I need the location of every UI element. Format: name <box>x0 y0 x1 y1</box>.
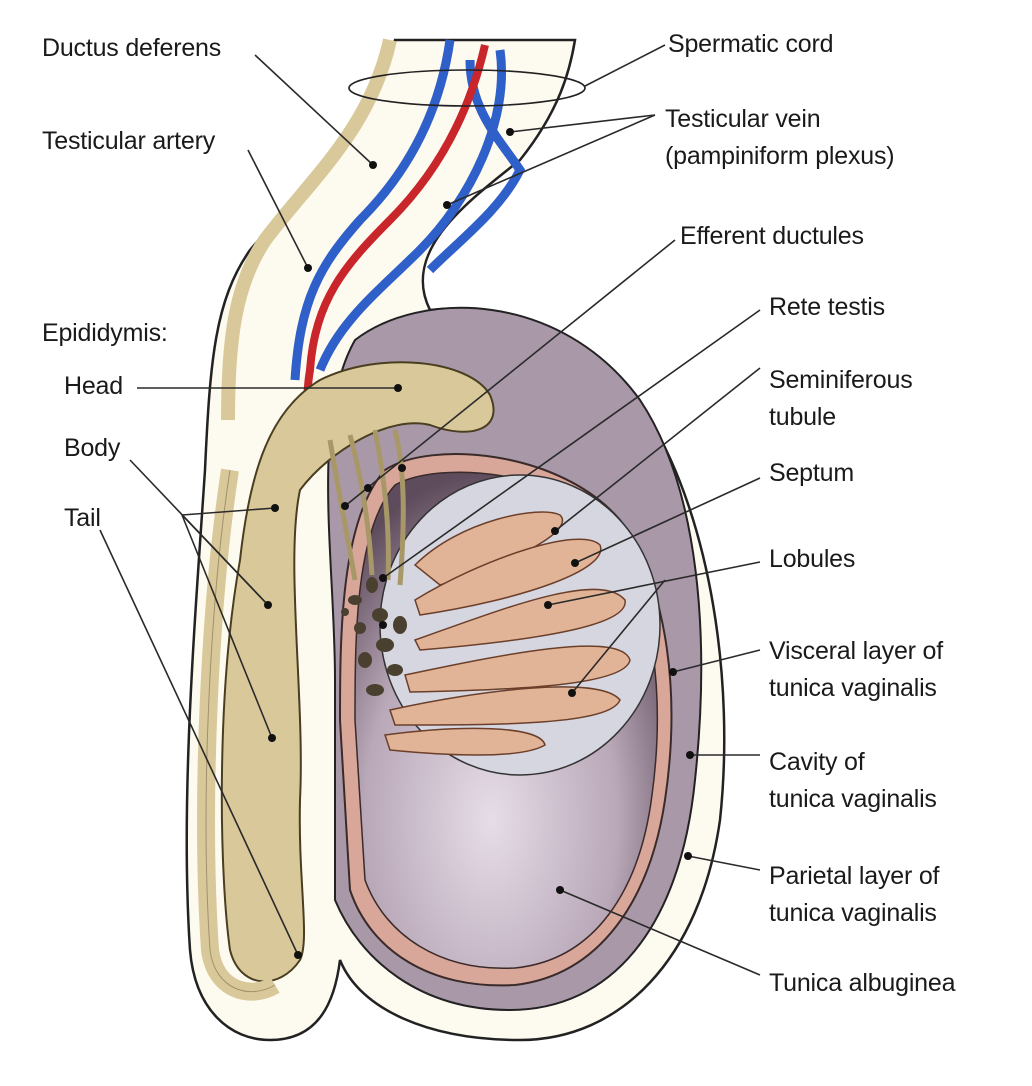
label-tunica-albuginea: Tunica albuginea <box>769 969 956 997</box>
label-cavity: Cavity of <box>769 748 865 776</box>
label-lobules: Lobules <box>769 545 856 573</box>
label-parietal-layer: Parietal layer of <box>769 862 940 890</box>
lobule <box>414 538 602 616</box>
label-parietal-layer-2: tunica vaginalis <box>769 899 937 927</box>
label-visceral-layer: Visceral layer of <box>769 637 943 665</box>
label-visceral-layer-2: tunica vaginalis <box>769 674 937 702</box>
epididymis-structure <box>220 361 495 983</box>
label-epididymis-head: Head <box>64 372 123 400</box>
label-pampiniform-plexus: (pampiniform plexus) <box>665 142 895 170</box>
label-septum: Septum <box>769 459 854 487</box>
label-testicular-vein: Testicular vein <box>665 105 821 133</box>
lobule <box>389 686 621 726</box>
label-epididymis-body: Body <box>64 434 121 462</box>
rete-testis-network <box>341 577 407 696</box>
leader-lines <box>99 44 761 976</box>
label-spermatic-cord: Spermatic cord <box>668 30 834 58</box>
label-epididymis: Epididymis: <box>42 319 168 347</box>
label-seminiferous: Seminiferous <box>769 366 913 394</box>
lobules-group <box>384 511 631 756</box>
lobule <box>413 588 626 651</box>
efferent-ductules-group <box>327 429 406 586</box>
label-ductus-deferens: Ductus deferens <box>42 34 222 62</box>
ductus-deferens-loop <box>197 468 280 1001</box>
label-tubule: tubule <box>769 403 836 431</box>
label-efferent-ductules: Efferent ductules <box>680 222 864 250</box>
label-cavity-2: tunica vaginalis <box>769 785 937 813</box>
spermatic-cord-marker <box>348 69 586 107</box>
pampiniform-plexus <box>290 39 526 381</box>
label-testicular-artery: Testicular artery <box>42 127 216 155</box>
label-epididymis-tail: Tail <box>64 504 101 532</box>
label-rete-testis: Rete testis <box>769 293 885 321</box>
leader-dots <box>264 128 694 959</box>
lobule <box>404 645 631 693</box>
ductus-deferens-tube <box>221 38 397 421</box>
lobule <box>384 727 546 756</box>
